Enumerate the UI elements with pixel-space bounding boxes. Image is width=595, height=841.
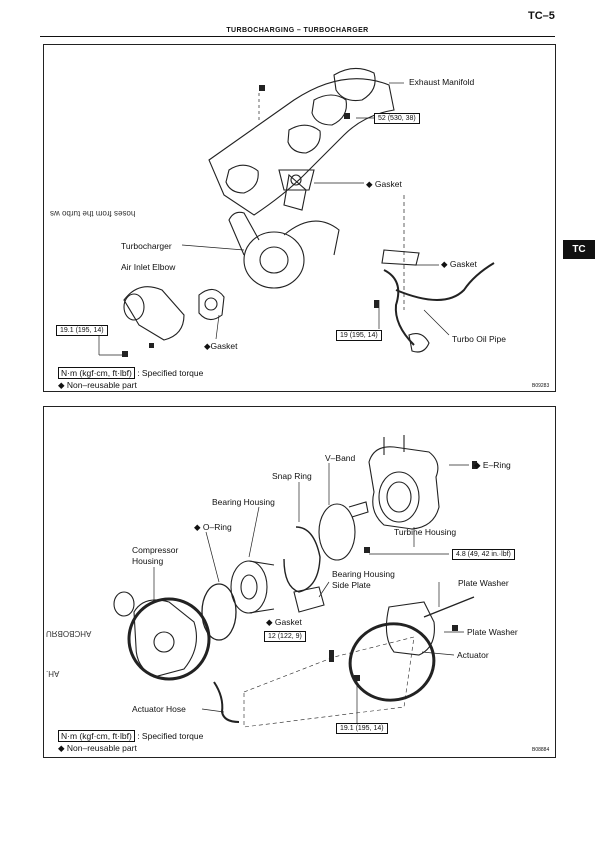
figure-turbocharger-exploded-panel: V–Band ◆ E–Ring Snap Ring Bearing Housin…	[43, 406, 556, 758]
legend-torque-unit-2: N·m (kgf·cm, ft·lbf) : Specified torque	[58, 730, 204, 742]
legend-torque-unit: N·m (kgf·cm, ft·lbf) : Specified torque	[58, 367, 204, 379]
label-gasket-elbow: ◆Gasket	[204, 341, 238, 351]
legend-unit-box: N·m (kgf·cm, ft·lbf)	[58, 367, 135, 379]
figure-code-2: B08884	[532, 747, 550, 753]
label-gasket-oil: ◆ Gasket	[441, 259, 477, 269]
label-plate-washer-2: Plate Washer	[467, 627, 518, 637]
torque-label-12: 12 (122, 9)	[264, 631, 306, 642]
label-turbine-housing: Turbine Housing	[394, 527, 457, 537]
torque-label-19-right: 19 (195, 14)	[336, 330, 382, 341]
label-e-ring: ◆ E–Ring	[474, 460, 511, 470]
label-actuator: Actuator	[457, 650, 489, 660]
page-title: TURBOCHARGING – TURBOCHARGER	[226, 27, 369, 34]
turbocharger-body	[243, 231, 305, 289]
bearing-housing-shape	[230, 560, 268, 614]
exhaust-manifold-shape	[208, 78, 395, 216]
highlight-circle-actuator	[348, 622, 436, 702]
highlight-circle-compressor	[127, 597, 211, 681]
page-number: TC–5	[528, 10, 555, 22]
manifold-gasket-shape	[278, 169, 315, 191]
label-gasket-manifold: ◆ Gasket	[366, 179, 402, 189]
snap-ring-shape	[283, 526, 321, 593]
label-compressor-housing-line2: Housing	[132, 556, 164, 566]
label-turbocharger: Turbocharger	[121, 241, 172, 251]
torque-label-19-1: 19.1 (195, 14)	[336, 723, 388, 734]
label-bearing-housing-side-plate-line2: Side Plate	[332, 580, 371, 590]
compressor-housing-shape	[133, 599, 197, 678]
mirrored-bleed-text-2: AH.	[46, 669, 60, 678]
torque-label-19-1-left: 19.1 (195, 14)	[56, 325, 108, 336]
figure2-drawing	[113, 435, 477, 728]
figure-code: B09283	[532, 383, 550, 389]
side-plate-shape	[293, 586, 325, 613]
label-plate-washer-1: Plate Washer	[458, 578, 509, 588]
turbine-housing-shape	[368, 446, 440, 530]
label-actuator-hose: Actuator Hose	[132, 704, 186, 714]
turbo-oil-pipe-shape	[383, 262, 495, 346]
legend-nonreusable-2: ◆ Non–reusable part	[58, 743, 137, 753]
mirrored-bleed-text: hoses from the turbo ws	[50, 209, 136, 218]
label-bearing-housing: Bearing Housing	[212, 497, 275, 507]
mirrored-bleed-text-1: AHCBOBЯU	[46, 629, 92, 638]
label-turbo-oil-pipe: Turbo Oil Pipe	[452, 334, 507, 344]
v-band-shape	[318, 503, 356, 561]
manifold-port-2	[311, 94, 347, 126]
elbow-gasket-shape	[198, 288, 225, 321]
air-inlet-elbow-shape	[123, 286, 185, 341]
figure-exhaust-manifold-panel: Exhaust Manifold 52 (530, 38) ◆ Gasket h…	[43, 44, 556, 392]
torque-label-4-8: 4.8 (49, 42 in.·lbf)	[452, 549, 515, 560]
actuator-shape	[385, 601, 435, 656]
torque-label-52: 52 (530, 38)	[374, 113, 420, 124]
legend-unit-desc-2: : Specified torque	[137, 731, 204, 741]
label-o-ring: ◆ O–Ring	[194, 522, 232, 532]
section-tab[interactable]: TC	[563, 240, 595, 259]
label-air-inlet-elbow: Air Inlet Elbow	[121, 262, 176, 272]
header-rule	[40, 36, 555, 38]
legend-unit-desc: : Specified torque	[137, 368, 204, 378]
label-compressor-housing-line1: Compressor	[132, 545, 179, 555]
legend-nonreusable: ◆ Non–reusable part	[58, 380, 137, 390]
label-bearing-housing-side-plate-line1: Bearing Housing	[332, 569, 395, 579]
label-gasket: ◆ Gasket	[266, 617, 302, 627]
o-ring-shape	[201, 583, 237, 641]
legend-unit-box-2: N·m (kgf·cm, ft·lbf)	[58, 730, 135, 742]
label-exhaust-manifold: Exhaust Manifold	[409, 77, 475, 87]
label-snap-ring: Snap Ring	[272, 471, 312, 481]
figure1-drawing	[98, 67, 495, 357]
manifold-port-3	[287, 124, 321, 154]
manifold-outlet	[283, 173, 307, 211]
label-v-band: V–Band	[325, 453, 356, 463]
manifold-port-1	[333, 67, 376, 102]
manifold-port-4	[225, 164, 259, 194]
actuator-hose-shape	[213, 681, 240, 723]
